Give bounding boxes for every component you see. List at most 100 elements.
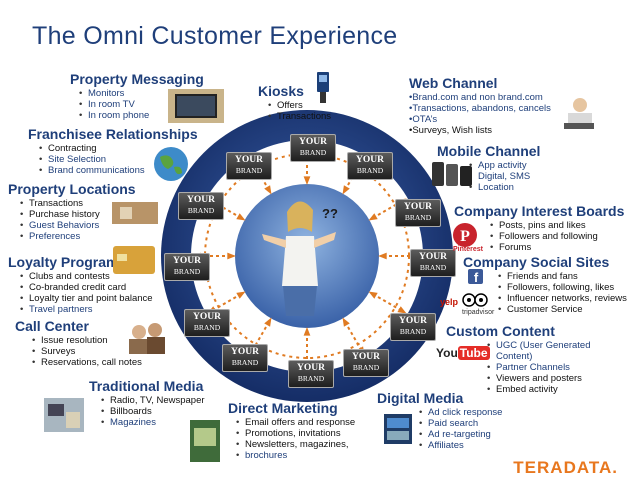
list-item: Transactions [20,198,136,209]
list-item: Content) [487,351,591,362]
list-item: Preferences [20,231,136,242]
page-title: The Omni Customer Experience [32,22,398,50]
arrow-head [368,291,378,299]
arrow-head [264,317,272,327]
list-item: •Brand.com and non brand.com [409,92,543,103]
heading-property-locations: Property Locations [8,181,136,197]
block-call-center: Call Center Issue resolution Surveys Res… [15,318,142,368]
block-interest-boards: Company Interest Boards Posts, pins and … [454,203,624,253]
arrow-head [227,252,236,260]
list-item: •Surveys, Wish lists [409,125,493,136]
arrow-head [236,291,246,299]
list-item: UGC (User Generated [487,340,591,351]
list-item: Digital, SMS [469,171,540,182]
list-item: Site Selection [39,154,198,165]
arrow-head [264,185,272,195]
block-custom-content: Custom Content UGC (User Generated Conte… [446,323,591,395]
list-item: Surveys [32,346,142,357]
heading-loyalty: Loyalty Programs [8,254,127,270]
block-property-locations: Property Locations Transactions Purchase… [8,181,136,242]
traditional-media-image [44,398,84,432]
teradata-logo: TERADATA. [513,458,618,477]
block-kiosks: Kiosks Offers Transactions [258,83,331,122]
kiosk-icon [317,72,329,103]
arrow-head [368,213,378,221]
yelp-logo: yelp [440,297,459,307]
facebook-icon: f [468,269,483,284]
list-item: Co-branded credit card [20,282,153,293]
list-item: Loyalty tier and point balance [20,293,153,304]
heading-mobile: Mobile Channel [437,143,541,159]
list-item: Affiliates [419,440,502,451]
customer-figure [262,201,336,316]
list-item: Viewers and posters [487,373,591,384]
laptop-person-image [564,98,594,129]
list-item: Clubs and contests [20,271,153,282]
tripadvisor-label: tripadvisor [462,309,495,316]
block-web-channel: Web Channel •Brand.com and non brand.com… [409,75,551,136]
credit-card-image [113,246,155,274]
arrow-head [342,317,350,327]
block-property-messaging: Property Messaging Monitors In room TV I… [70,71,204,121]
block-loyalty: Loyalty Programs Clubs and contests Co-b… [8,254,153,315]
list-item: Contracting [39,143,198,154]
pinterest-icon: P [453,223,477,247]
list-item: Posts, pins and likes [490,220,624,231]
list-item: Ad re-targeting [419,429,502,440]
list-item: Followers, following, likes [498,282,627,293]
list-item: Billboards [101,406,205,417]
call-center-image [129,323,165,354]
list-item: In room phone [79,110,204,121]
heading-kiosks: Kiosks [258,83,304,99]
list-item: •OTA’s [409,114,438,125]
list-item: Paid search [419,418,502,429]
list-item: Email offers and response [236,417,355,428]
list-item: Radio, TV, Newspaper [101,395,205,406]
block-digital-media: Digital Media Ad click response Paid sea… [377,390,502,451]
block-franchisee: Franchisee Relationships Contracting Sit… [28,126,198,176]
list-item: Promotions, invitations [236,428,355,439]
brochure-image [190,420,220,462]
heading-digital-media: Digital Media [377,390,464,406]
list-item: Issue resolution [32,335,142,346]
globe-icon [154,147,188,181]
list-item: •Transactions, abandons, cancels [409,103,551,114]
youtube-tube-text: Tube [457,346,490,360]
list-item: Ad click response [419,407,502,418]
question-marks: ?? [322,206,338,221]
heading-custom-content: Custom Content [446,323,555,339]
tripadvisor-icon [462,293,488,307]
block-mobile: Mobile Channel App activity Digital, SMS… [437,143,540,193]
list-item: brochures [236,450,355,461]
list-item: Monitors [79,88,204,99]
list-item: Transactions [268,111,331,122]
list-item: Forums [490,242,624,253]
svg-text:f: f [474,270,479,284]
arrow-head [397,306,407,314]
list-item: Travel partners [20,304,153,315]
list-item: Partner Channels [487,362,591,373]
list-item: Offers [268,100,331,111]
heading-franchisee: Franchisee Relationships [28,126,198,142]
list-item: Reservations, call notes [32,357,142,368]
pinterest-label: Pinterest [453,246,483,253]
list-item: Newsletters, magazines, [236,439,355,450]
heading-direct-marketing: Direct Marketing [228,400,338,416]
arrow-head [378,252,387,260]
list-item: Influencer networks, reviews [498,293,627,304]
list-item: Purchase history [20,209,136,220]
tv-screen-image [168,89,224,123]
